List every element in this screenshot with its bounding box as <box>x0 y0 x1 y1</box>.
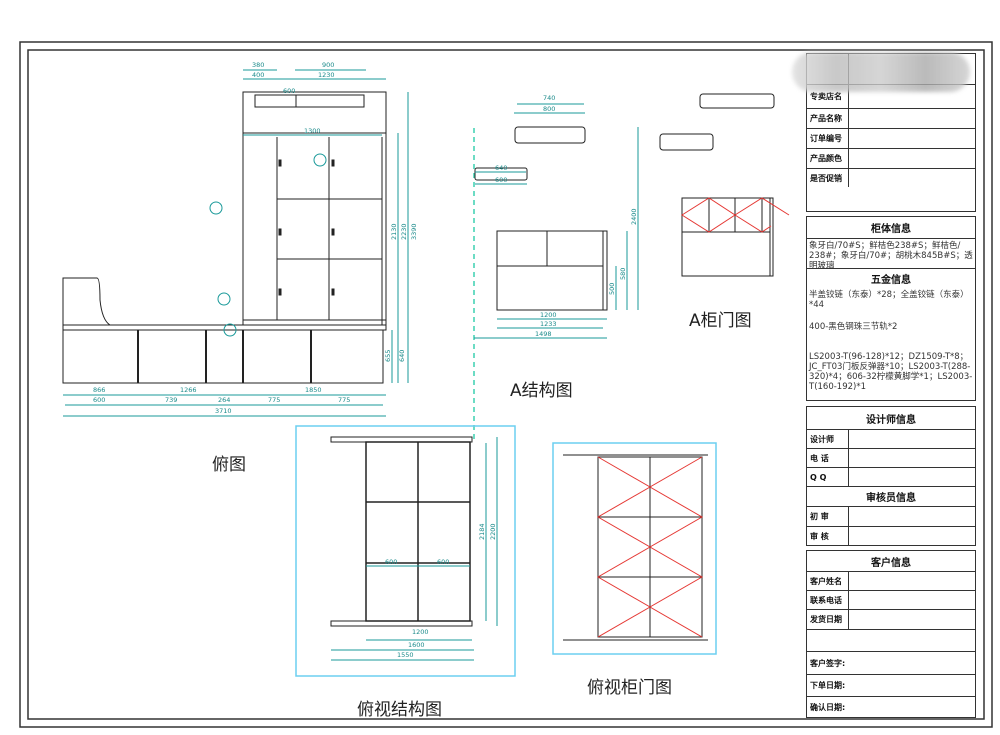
a-structure-view <box>474 93 775 311</box>
cabinet-header: 柜体信息 <box>871 224 911 235</box>
designer-field[interactable] <box>849 430 975 448</box>
dim-label: 739 <box>165 396 177 404</box>
qq-field[interactable] <box>849 468 975 486</box>
promo-label: 是否促销 <box>807 169 849 187</box>
material-panel: 柜体信息 象牙白/70#S；鲜桔色238#S；鲜桔色/ 238#；象牙白/70#… <box>806 216 976 401</box>
order-label: 订单编号 <box>807 129 849 148</box>
dim-label: 400 <box>252 71 264 79</box>
dim-label: 1850 <box>305 386 322 394</box>
top-structure-title: 俯视结构图 <box>357 700 442 720</box>
customer-header: 客户信息 <box>871 557 911 569</box>
dim-label: 2130 <box>390 223 398 240</box>
redacted-logo <box>792 52 970 92</box>
dim-label: 2400 <box>630 208 638 225</box>
phone-field[interactable] <box>849 449 975 467</box>
dim-label: 655 <box>384 350 392 362</box>
dim-label: 600 <box>283 87 295 95</box>
contact-field[interactable] <box>849 591 975 609</box>
dim-label: 900 <box>322 61 334 69</box>
dim-label: 1200 <box>412 628 429 636</box>
top-structure-view <box>295 425 516 677</box>
confirm-date-label: 确认日期: <box>807 696 975 717</box>
dim-label: 866 <box>93 386 105 394</box>
phone-label: 电 话 <box>807 449 849 467</box>
a-structure-dimensions <box>474 103 639 339</box>
inner-border <box>27 49 985 720</box>
dim-label: 800 <box>543 105 555 113</box>
top-door-view <box>552 442 717 655</box>
dim-label: 3390 <box>410 223 418 240</box>
dim-label: 740 <box>543 94 555 102</box>
review-label: 审 核 <box>807 527 849 545</box>
dim-label: 1600 <box>408 641 425 649</box>
dim-label: 600 <box>93 396 105 404</box>
dim-label: 640 <box>495 164 507 172</box>
dim-label: 1300 <box>304 127 321 135</box>
customer-name-field[interactable] <box>849 572 975 590</box>
product-label: 产品名称 <box>807 109 849 128</box>
ship-date-label: 发货日期 <box>807 610 849 629</box>
review-field[interactable] <box>849 527 975 545</box>
hardware-header: 五金信息 <box>807 268 975 288</box>
dim-label: 3710 <box>215 407 232 415</box>
plan-title: 俯图 <box>212 455 246 475</box>
a-structure-title: A结构图 <box>510 381 573 401</box>
qq-label: Q Q <box>807 468 849 486</box>
dim-label: 1498 <box>535 330 552 338</box>
blank-row <box>807 629 975 651</box>
dim-label: 500 <box>608 283 616 295</box>
order-date-label: 下单日期: <box>807 674 975 696</box>
order-field[interactable] <box>849 129 975 148</box>
dim-label: 1266 <box>180 386 197 394</box>
first-review-label: 初 审 <box>807 507 849 526</box>
dim-label: 600 <box>495 176 507 184</box>
designer-panel: 设计师信息 设计师 电 话 Q Q 审核员信息 初 审 审 核 <box>806 406 976 546</box>
dim-label: 1233 <box>540 320 557 328</box>
color-field[interactable] <box>849 149 975 168</box>
dim-label: 580 <box>619 268 627 280</box>
dim-label: 1550 <box>397 651 414 659</box>
shop-label: 专卖店名 <box>807 85 849 108</box>
dim-label: 2200 <box>489 523 497 540</box>
reviewer-header: 审核员信息 <box>807 486 975 506</box>
cabinet-text: 象牙白/70#S；鲜桔色238#S；鲜桔色/ 238#；象牙白/70#；胡桃木8… <box>807 238 975 268</box>
hardware-line: 半盖铰链（东泰）*28；全盖铰链（东泰）*44 <box>809 290 969 310</box>
hardware-line: LS2003-T(96-128)*12；DZ1509-T*8；JC_FT03门板… <box>809 352 973 392</box>
ship-date-field[interactable] <box>849 610 975 629</box>
product-field[interactable] <box>849 109 975 128</box>
plan-view <box>62 91 387 384</box>
dim-label: 775 <box>268 396 280 404</box>
dim-label: 264 <box>218 396 230 404</box>
dim-label: 600 <box>437 558 449 566</box>
customer-panel: 客户信息 客户姓名 联系电话 发货日期 客户签字: 下单日期: 确认日期: <box>806 550 976 718</box>
dim-label: 1200 <box>540 311 557 319</box>
contact-label: 联系电话 <box>807 591 849 609</box>
a-door-title: A柜门图 <box>689 311 752 331</box>
outer-border <box>19 41 993 728</box>
plan-dimensions <box>63 69 409 417</box>
dim-label: 640 <box>398 350 406 362</box>
dim-label: 380 <box>252 61 264 69</box>
designer-header: 设计师信息 <box>866 414 916 426</box>
customer-name-label: 客户姓名 <box>807 572 849 590</box>
dim-label: 775 <box>338 396 350 404</box>
signature-label: 客户签字: <box>807 651 975 674</box>
dim-label: 2184 <box>478 523 486 540</box>
color-label: 产品颜色 <box>807 149 849 168</box>
hardware-line: 400-黑色钢珠三节轨*2 <box>809 322 898 332</box>
first-review-field[interactable] <box>849 507 975 526</box>
a-door-view <box>681 197 790 277</box>
dim-label: 600 <box>385 558 397 566</box>
designer-label: 设计师 <box>807 430 849 448</box>
top-door-title: 俯视柜门图 <box>587 678 672 698</box>
dim-label: 1230 <box>318 71 335 79</box>
promo-field[interactable] <box>849 169 975 187</box>
dim-label: 2230 <box>400 223 408 240</box>
